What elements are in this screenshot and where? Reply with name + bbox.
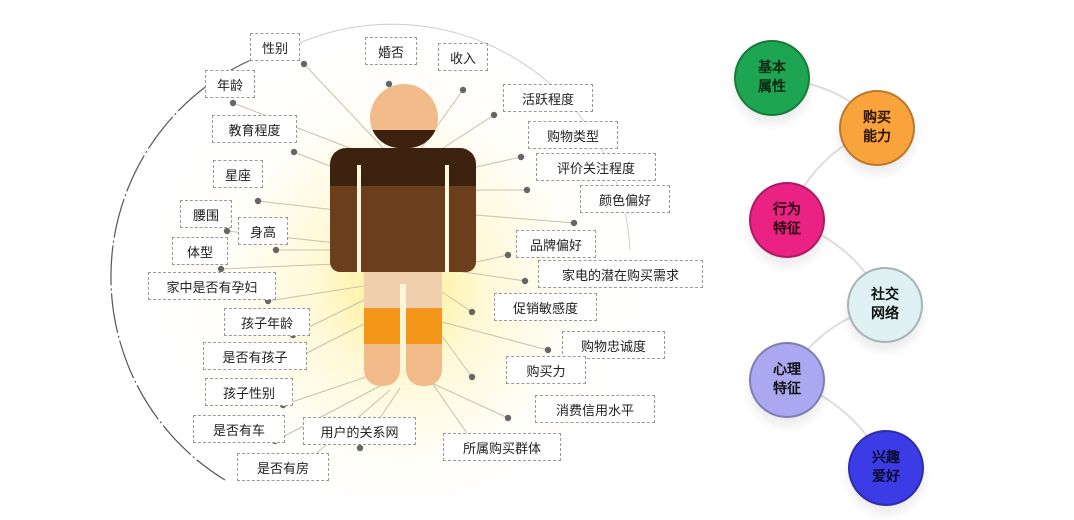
connector-line [220,263,336,270]
category-basic-attributes: 基本属性 [734,40,810,116]
connector-line [439,114,495,151]
pants-left [364,308,400,344]
connector-dot [356,444,364,452]
connector-line [424,379,509,419]
connector-dot [490,111,498,119]
category-label: 行为特征 [773,202,801,237]
category-label: 兴趣爱好 [872,450,900,485]
attribute-label: 腰围 [180,200,232,228]
leg-gap [400,284,406,386]
connector-line [441,335,473,378]
attribute-label: 家中是否有孕妇 [148,272,276,300]
connector-dot [468,373,476,381]
attribute-label: 购买力 [506,356,586,384]
attribute-label: 活跃程度 [503,84,593,112]
attribute-label: 体型 [172,237,228,265]
connector-dot [504,251,512,259]
attribute-label: 孩子性别 [205,378,293,406]
attribute-label: 是否有孩子 [203,342,307,370]
connector-dot [517,153,525,161]
attribute-label: 家电的潜在购买需求 [538,260,703,288]
connector-dot [521,277,529,285]
attribute-label: 年龄 [205,70,255,98]
attribute-label: 消费信用水平 [535,395,655,423]
attribute-label: 婚否 [365,37,417,65]
connector-dot [223,227,231,235]
attribute-label: 是否有房 [237,453,329,481]
attribute-label: 星座 [213,160,263,188]
connector-line [441,291,473,313]
attribute-label: 孩子年龄 [224,308,310,336]
attribute-label: 教育程度 [212,115,297,143]
leg-left [364,344,400,386]
connector-dot [217,265,225,273]
attribute-label: 购物忠诚度 [562,331,665,359]
attribute-label: 收入 [438,43,488,71]
connector-dot [459,86,467,94]
connector-line [475,214,575,224]
attribute-label: 所属购买群体 [443,433,561,461]
attribute-label: 用户的关系网 [303,417,416,445]
connector-dot [290,148,298,156]
connector-dot [504,414,512,422]
category-behavior-features: 行为特征 [749,182,825,258]
attribute-label: 品牌偏好 [516,230,596,258]
arm-gap-right [445,165,449,273]
attribute-label: 颜色偏好 [580,185,670,213]
connector-line [441,321,549,351]
connector-line [257,200,337,211]
attribute-label: 促销敏感度 [494,293,597,321]
torso-upper [330,148,476,186]
category-social-network: 社交网络 [847,267,923,343]
category-psychological-features: 心理特征 [749,342,825,418]
head [370,84,438,148]
pants-right [406,308,442,344]
outer-ring-arc [294,23,631,251]
connector-dot [523,186,531,194]
connector-line [471,156,522,169]
attribute-label: 性别 [250,33,300,61]
connector-dot [272,246,280,254]
connector-line [475,254,509,263]
attribute-label: 购物类型 [528,121,618,149]
category-label: 心理特征 [773,362,801,397]
attribute-label: 身高 [238,217,288,245]
connector-dot [254,197,262,205]
category-label: 社交网络 [871,287,899,322]
torso-lower [330,186,476,272]
connector-line [274,384,383,442]
leg-right [406,344,442,386]
attribute-label: 是否有车 [193,415,285,443]
arm-gap-left [357,165,361,273]
category-interests-hobbies: 兴趣爱好 [848,430,924,506]
connector-dot [468,308,476,316]
connector-dot [229,99,237,107]
category-label: 购买能力 [863,110,891,145]
category-purchasing-power: 购买能力 [839,90,915,166]
connector-line [267,285,365,302]
connector-dot [300,60,308,68]
category-label: 基本属性 [758,60,786,95]
connector-line [282,374,373,406]
connector-dot [570,219,578,227]
attribute-label: 评价关注程度 [536,153,656,181]
connector-dot [544,346,552,354]
